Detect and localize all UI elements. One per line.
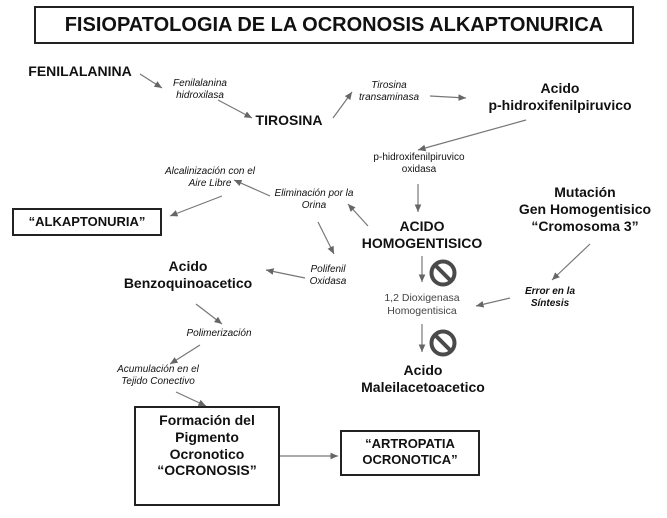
arrow-acumulacion-to-formacion (175, 391, 207, 407)
arrow-error-to-dioxigenasa (475, 297, 511, 308)
title-box (34, 6, 634, 44)
node-dioxigenasa: 1,2 Dioxigenasa Homogentisica (384, 292, 460, 317)
node-alkaptonuria: “ALKAPTONURIA” (28, 214, 146, 229)
node-acido-homogentisico: ACIDO HOMOGENTISICO (361, 218, 483, 251)
formacion-pigmento-box (134, 406, 280, 506)
artropatia-box (340, 430, 480, 476)
arrow-transaminasa-to-hidroxifenilpiruvico (429, 94, 467, 101)
node-eliminacion-orina: Eliminación por la Orina (274, 188, 354, 211)
arrow-homogentisico-to-eliminacion (347, 203, 369, 227)
node-acido-maleilacetoacetico: Acido Maleilacetoacetico (361, 362, 485, 395)
arrow-hidroxifenilpiruvico-to-oxidasa (417, 119, 527, 152)
node-polifenil-oxidasa: Polifenil Oxidasa (309, 264, 347, 287)
page-title: FISIOPATOLOGIA DE LA OCRONOSIS ALKAPTONU… (64, 14, 604, 36)
node-hidroxifenilpiruvico-oxidasa: p-hidroxifenilpiruvico oxidasa (373, 152, 465, 175)
prohibited-icon (428, 328, 458, 363)
node-acido-hidroxifenilpiruvico: Acido p-hidroxifenilpiruvico (488, 80, 632, 113)
node-acido-benzoquinoacetico: Acido Benzoquinoacetico (123, 258, 253, 291)
arrow-mutacion-to-error (551, 243, 591, 281)
arrow-eliminacion-to-alcalinizacion (233, 179, 271, 197)
alkaptonuria-box (12, 208, 162, 236)
arrow-benzoquinoacetico-to-polimerizacion (195, 303, 223, 325)
prohibited-icon (428, 258, 458, 293)
node-error-sintesis: Error en la Síntesis (524, 286, 576, 309)
node-polimerizacion: Polimerización (186, 328, 252, 339)
arrow-alcalinizacion-to-alkaptonuria (169, 195, 223, 217)
arrow-polifenil-to-benzoquinoacetico (265, 268, 306, 279)
node-fenilalanina: FENILALANINA (28, 63, 132, 79)
node-fenilalanina-hidroxilasa: Fenilalanina hidroxilasa (173, 78, 227, 101)
arrow-hidroxilasa-to-tirosina (217, 99, 253, 119)
arrow-polimerizacion-to-acumulacion (169, 344, 201, 365)
node-artropatia: “ARTROPATIA OCRONOTICA” (362, 436, 458, 467)
arrow-eliminacion-to-polifenil (317, 221, 335, 255)
node-alcalinizacion: Alcalinización con el Aire Libre (164, 166, 256, 189)
arrow-fenilalanina-to-hidroxilasa (139, 73, 163, 89)
node-acumulacion: Acumulación en el Tejido Conectivo (117, 364, 199, 387)
node-formacion-pigmento: Formación del Pigmento Ocronotico “OCRON… (157, 412, 257, 479)
node-tirosina-transaminasa: Tirosina transaminasa (358, 80, 420, 103)
node-mutacion: Mutación Gen Homogentisico “Cromosoma 3” (518, 184, 652, 234)
node-tirosina: TIROSINA (255, 112, 323, 128)
arrow-tirosina-to-transaminasa (332, 91, 353, 119)
